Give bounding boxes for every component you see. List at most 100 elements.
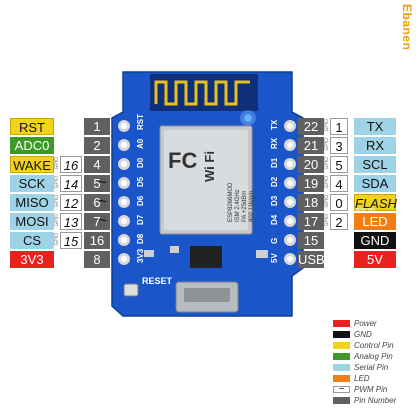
- legend-swatch: [333, 330, 350, 338]
- legend-item: Power: [333, 318, 377, 328]
- legend-label: Serial Pin: [354, 362, 389, 372]
- legend-item: ~PWM Pin: [333, 384, 387, 394]
- gpio-tag: GPIO: [324, 214, 330, 227]
- right-func-label: GND: [354, 232, 396, 249]
- legend-swatch: [333, 352, 350, 360]
- silk-label: D2: [270, 176, 279, 187]
- pwm-icon: ~: [98, 193, 107, 210]
- left-func-label: ADC0: [10, 137, 54, 154]
- left-func-label: RST: [10, 118, 54, 135]
- legend-swatch: [333, 363, 350, 371]
- header-hole: [287, 161, 293, 167]
- legend-item: Analog Pin: [333, 351, 393, 361]
- legend-label: LED: [354, 373, 370, 383]
- silk-label: G: [270, 238, 279, 244]
- silk-label: D0: [136, 157, 145, 168]
- right-func-label: FLASH: [354, 194, 397, 211]
- brand-watermark: Ebanen: [400, 4, 414, 51]
- legend-swatch: [333, 396, 350, 404]
- header-hole: [287, 199, 293, 205]
- left-func-label: MISO: [10, 194, 54, 211]
- silk-label: D5: [136, 176, 145, 187]
- chip-text-line: ISM 2.4GHz: [235, 189, 241, 222]
- left-gpio-number: 12: [60, 194, 82, 211]
- gpio-tag: GPIO: [54, 195, 60, 208]
- right-gpio-number: 0: [330, 194, 348, 211]
- left-func-label: 3V3: [10, 251, 54, 268]
- header-hole: [121, 218, 127, 224]
- silk-label: D8: [136, 233, 145, 244]
- legend-label: Power: [354, 318, 377, 328]
- silk-label: D3: [270, 195, 279, 206]
- usb-chip: [190, 246, 222, 268]
- left-pin-number: 16: [84, 232, 110, 249]
- chip-text-line: PA +25dBm: [242, 191, 248, 222]
- wifi-mark: Wi Fi: [202, 151, 217, 182]
- left-func-label: WAKE: [10, 156, 54, 173]
- left-gpio-number: 13: [60, 213, 82, 230]
- right-header: [284, 120, 296, 265]
- left-gpio-number: 15: [60, 232, 82, 249]
- header-hole: [287, 180, 293, 186]
- silk-label: D7: [136, 214, 145, 225]
- left-pin-number: 6~: [84, 193, 110, 211]
- right-gpio-number: 3: [330, 137, 348, 154]
- left-func-label: SCK: [10, 175, 54, 192]
- right-pin-number: 21: [298, 137, 324, 154]
- fc-mark: FC: [168, 148, 197, 173]
- left-func-label: MOSI: [10, 213, 54, 230]
- gpio-tag: GPIO: [54, 214, 60, 227]
- legend-item: LED: [333, 373, 370, 383]
- right-func-label: TX: [354, 118, 396, 135]
- builtin-led: [244, 114, 252, 122]
- legend-item: Control Pin: [333, 340, 394, 350]
- pwm-icon: ~: [98, 212, 107, 229]
- right-gpio-number: 2: [330, 213, 348, 230]
- chip-text-line: ESP8266MOD: [228, 182, 234, 222]
- left-gpio-number: 16: [60, 156, 82, 173]
- silk-label: 5V: [270, 253, 279, 263]
- left-pin-number: 5~: [84, 174, 110, 192]
- left-pin-number: 8: [84, 251, 110, 268]
- right-func-label: RX: [354, 137, 396, 154]
- silk-label: 3V3: [136, 248, 145, 263]
- left-pin-number: 2: [84, 137, 110, 154]
- header-hole: [121, 180, 127, 186]
- right-pin-number: 19: [298, 175, 324, 192]
- silk-label: RX: [270, 137, 279, 149]
- legend-label: Pin Number: [354, 395, 397, 405]
- legend-swatch: [333, 374, 350, 382]
- silk-label: TX: [270, 119, 279, 130]
- header-hole: [287, 237, 293, 243]
- silk-label: D6: [136, 195, 145, 206]
- right-gpio-number: 5: [330, 156, 348, 173]
- gpio-tag: GPIO: [324, 157, 330, 170]
- header-hole: [287, 142, 293, 148]
- legend-swatch: ~: [333, 384, 350, 394]
- builtin-led-glow: [240, 110, 256, 126]
- right-func-label: 5V: [354, 251, 396, 268]
- legend-item: Serial Pin: [333, 362, 388, 372]
- header-hole: [121, 199, 127, 205]
- right-pin-number: 17: [298, 213, 324, 230]
- legend-swatch: [333, 341, 350, 349]
- header-hole: [121, 237, 127, 243]
- legend-swatch: [333, 319, 350, 327]
- gpio-tag: GPIO: [54, 233, 60, 246]
- header-hole: [287, 123, 293, 129]
- gpio-tag: GPIO: [324, 195, 330, 208]
- left-func-label: CS: [10, 232, 54, 249]
- legend-label: GND: [354, 329, 372, 339]
- legend-label: Control Pin: [354, 340, 394, 350]
- silk-label: RST: [136, 114, 145, 130]
- right-gpio-number: 4: [330, 175, 348, 192]
- right-pin-number: 15: [298, 232, 324, 249]
- left-pin-number: 4: [84, 156, 110, 173]
- right-pin-number: 22: [298, 118, 324, 135]
- left-gpio-number: 14: [60, 175, 82, 192]
- header-hole: [121, 142, 127, 148]
